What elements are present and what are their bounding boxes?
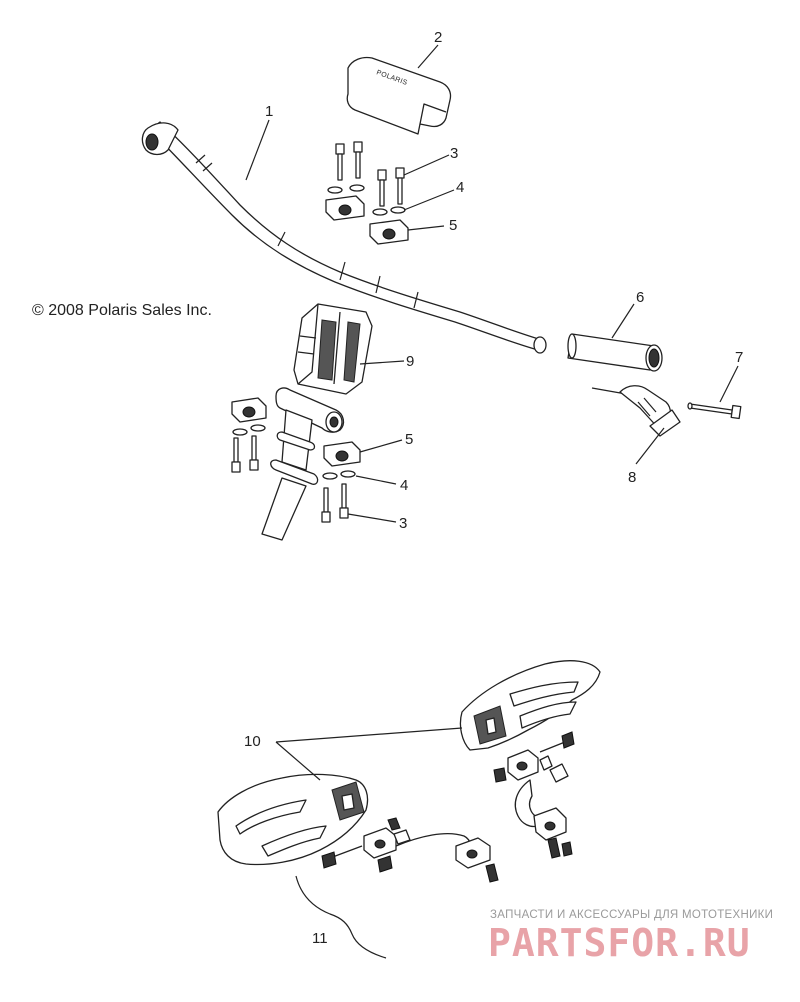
riser-pad bbox=[293, 303, 373, 395]
handguard-right bbox=[459, 660, 601, 859]
callout-3b: 3 bbox=[399, 515, 407, 532]
watermark-logo: PARTSFOR.RU bbox=[488, 921, 751, 965]
leader-4b bbox=[355, 475, 397, 485]
callout-7: 7 bbox=[735, 349, 743, 366]
callout-4a: 4 bbox=[456, 179, 464, 196]
watermark-tagline: ЗАПЧАСТИ И АКСЕССУАРЫ ДЛЯ МОТОТЕХНИКИ bbox=[490, 909, 773, 921]
callout-1: 1 bbox=[265, 103, 273, 120]
bar-end bbox=[591, 385, 681, 437]
leader-1 bbox=[245, 119, 270, 181]
leader-3a bbox=[403, 154, 450, 176]
watermark: ЗАПЧАСТИ И АКСЕССУАРЫ ДЛЯ МОТОТЕХНИКИ PA… bbox=[488, 909, 773, 965]
leader-9 bbox=[359, 360, 405, 365]
long-bolt bbox=[687, 402, 742, 420]
handlebar bbox=[141, 121, 547, 354]
leader-10a bbox=[275, 727, 463, 743]
callout-3a: 3 bbox=[450, 145, 458, 162]
steering-post bbox=[261, 387, 345, 541]
handguard-left bbox=[217, 773, 499, 883]
leader-10b bbox=[275, 741, 321, 781]
leader-5a bbox=[407, 225, 445, 231]
callout-4b: 4 bbox=[400, 477, 408, 494]
leader-5b bbox=[359, 439, 403, 453]
grip-sleeve bbox=[567, 333, 663, 372]
callout-5b: 5 bbox=[405, 431, 413, 448]
handlebar-pad: POLARIS bbox=[346, 56, 452, 135]
callout-5a: 5 bbox=[449, 217, 457, 234]
callout-2: 2 bbox=[434, 29, 442, 46]
callout-10: 10 bbox=[244, 733, 261, 750]
leader-7 bbox=[719, 365, 739, 403]
leader-4a bbox=[403, 189, 455, 211]
leader-3b bbox=[347, 513, 397, 523]
copyright-notice: © 2008 Polaris Sales Inc. bbox=[32, 302, 212, 319]
upper-clamp-hardware bbox=[325, 141, 409, 245]
lower-clamp-hardware bbox=[231, 397, 361, 523]
leader-2 bbox=[417, 44, 439, 69]
leader-8 bbox=[635, 427, 665, 465]
callout-6: 6 bbox=[636, 289, 644, 306]
callout-11: 11 bbox=[312, 930, 328, 947]
leader-6 bbox=[611, 303, 635, 339]
bracket-11 bbox=[295, 875, 387, 959]
callout-9: 9 bbox=[406, 353, 414, 370]
callout-8: 8 bbox=[628, 469, 636, 486]
